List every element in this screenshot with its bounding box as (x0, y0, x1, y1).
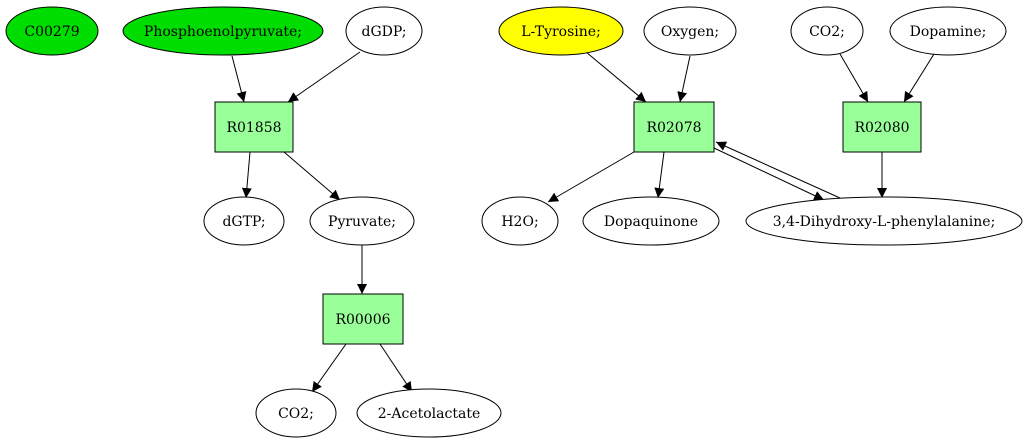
node-2-acetolactate[interactable]: 2-Acetolactate (356, 388, 502, 438)
node-pyruvate[interactable]: Pyruvate; (309, 196, 415, 246)
node-dopaquinone[interactable]: Dopaquinone (582, 196, 720, 246)
node-2-acetolactate-label: 2-Acetolactate (378, 406, 480, 422)
node-l-tyrosine[interactable]: L-Tyrosine; (498, 6, 624, 56)
edge-r00006-co2 (311, 343, 347, 393)
edge-r00006-acetolactate (379, 343, 413, 393)
node-r02078-label: R02078 (646, 120, 701, 136)
edge-r02078-dopaquinone (654, 151, 665, 199)
node-l-dopa-label: 3,4-Dihydroxy-L-phenylalanine; (773, 214, 996, 230)
edge-r01858-pyruvate (283, 151, 341, 201)
node-h2o-label: H2O; (501, 214, 538, 230)
edge-r01858-dgtp (241, 151, 252, 199)
node-c00279-label: C00279 (24, 24, 79, 40)
node-dopamine-label: Dopamine; (910, 24, 987, 40)
edge-r02078-ldopa (713, 147, 825, 201)
node-dgdp-label: dGDP; (361, 24, 406, 40)
node-r02080-label: R02080 (854, 120, 909, 136)
node-dopamine[interactable]: Dopamine; (889, 6, 1007, 56)
node-phosphoenolpyruvate[interactable]: Phosphoenolpyruvate; (122, 6, 324, 56)
edge-pep-r01858 (231, 55, 247, 103)
edge-oxygen-r02078 (677, 55, 691, 103)
node-r00006-label: R00006 (335, 312, 390, 328)
node-l-tyrosine-label: L-Tyrosine; (521, 24, 601, 40)
node-dopaquinone-label: Dopaquinone (604, 214, 698, 230)
node-dgtp[interactable]: dGTP; (203, 196, 285, 246)
node-oxygen[interactable]: Oxygen; (643, 6, 737, 56)
edge-dopamine-r02080 (903, 53, 935, 103)
node-r00006[interactable]: R00006 (322, 293, 404, 345)
node-h2o[interactable]: H2O; (481, 196, 559, 246)
edge-r02078-h2o (547, 151, 635, 203)
edge-ltyr-r02078 (585, 51, 647, 103)
node-c00279[interactable]: C00279 (5, 6, 99, 56)
node-r01858-label: R01858 (226, 120, 281, 136)
edge-co2-r02080 (839, 53, 869, 103)
edges (231, 51, 935, 393)
node-dgtp-label: dGTP; (222, 214, 265, 230)
edge-ldopa-r02078 (715, 141, 841, 199)
node-pyruvate-label: Pyruvate; (328, 214, 396, 230)
node-phosphoenolpyruvate-label: Phosphoenolpyruvate; (144, 24, 302, 40)
node-l-dopa[interactable]: 3,4-Dihydroxy-L-phenylalanine; (745, 196, 1023, 246)
node-co2-top-label: CO2; (809, 24, 845, 40)
node-co2-bottom-label: CO2; (278, 406, 314, 422)
node-r02078[interactable]: R02078 (633, 101, 715, 153)
node-co2-top[interactable]: CO2; (790, 6, 864, 56)
node-co2-bottom[interactable]: CO2; (255, 388, 337, 438)
node-dgdp[interactable]: dGDP; (345, 6, 423, 56)
node-oxygen-label: Oxygen; (661, 24, 719, 40)
edge-dgdp-r01858 (287, 51, 361, 103)
node-r02080[interactable]: R02080 (842, 101, 922, 153)
node-r01858[interactable]: R01858 (214, 101, 294, 153)
